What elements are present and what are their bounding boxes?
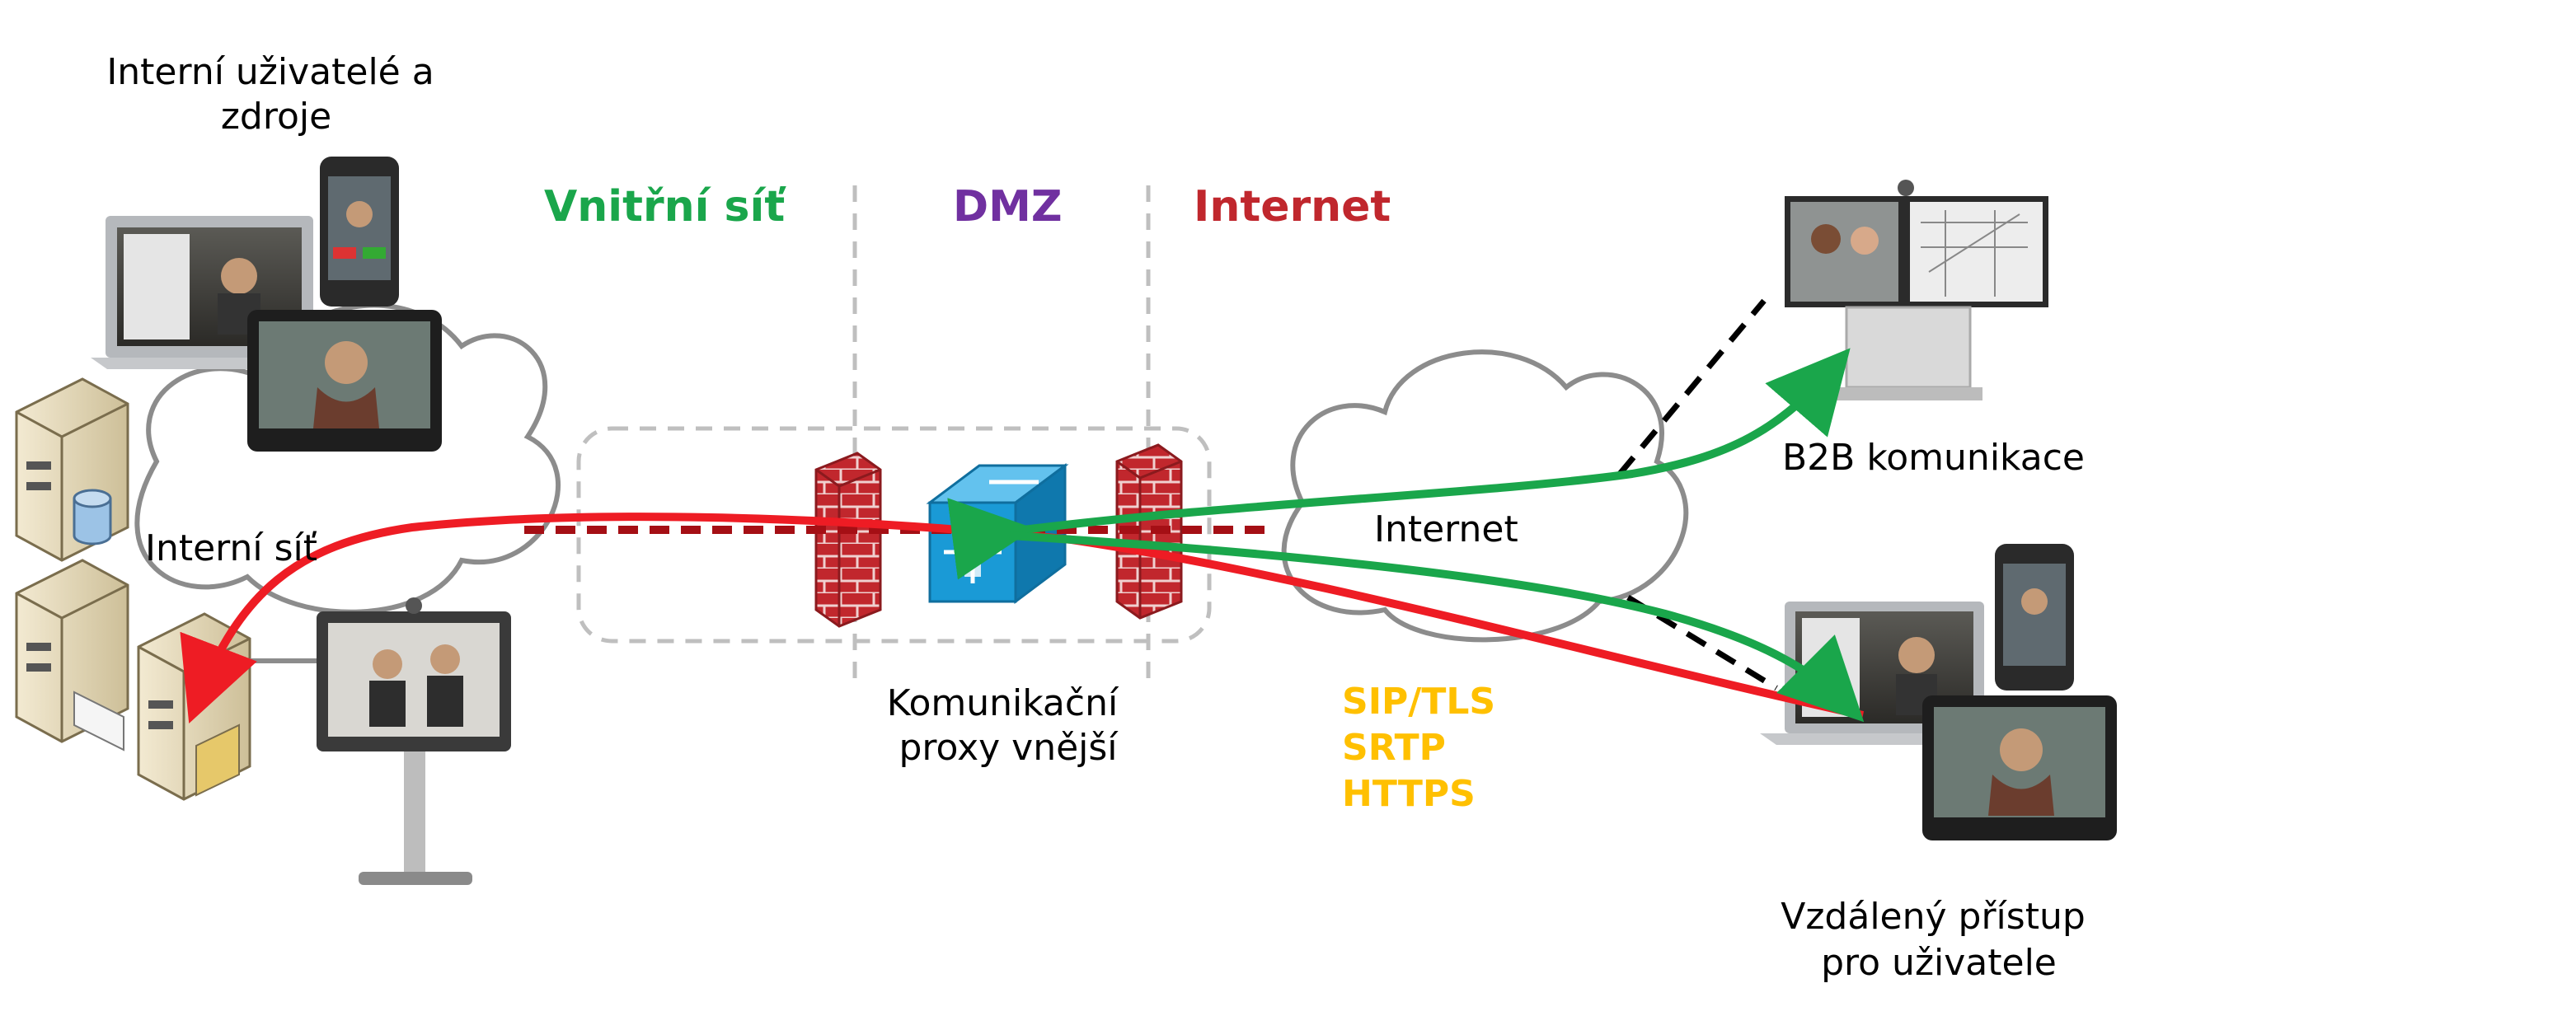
zone-dmz-label: DMZ: [953, 182, 1063, 232]
remote-access-label: Vzdálený přístup pro uživatele: [1781, 896, 2097, 984]
green-flow-b2b-arrow: [947, 348, 1851, 580]
dmz-box: [576, 426, 1212, 644]
proxy-label: Komunikační proxy vnější: [887, 682, 1129, 769]
zone-internet-label: Internet: [1194, 182, 1391, 232]
tablet-icon: [247, 310, 442, 452]
red-flow-arrow: [180, 513, 1865, 723]
mail-server-icon: [15, 559, 129, 751]
internet-cloud-label: Internet: [1374, 508, 1518, 550]
internal-users-title: Interní uživatelé a zdroje: [106, 51, 445, 138]
green-flow-remote-arrow: [1009, 531, 1865, 723]
file-server-icon: [137, 612, 251, 801]
remote-tablet-icon: [1922, 695, 2117, 840]
database-icon: [73, 489, 112, 545]
telepresence-icon: [1785, 180, 2048, 400]
smartphone-icon: [320, 157, 399, 307]
remote-dashed-link: [1626, 595, 1778, 691]
b2b-label: B2B komunikace: [1782, 437, 2085, 479]
remote-smartphone-icon: [1995, 544, 2074, 691]
internal-cloud-label: Interní síť: [145, 527, 317, 569]
video-endpoint-icon: [247, 597, 511, 885]
zone-internal-label: Vnitřní síť: [544, 182, 786, 232]
firewall-internal-icon: [814, 452, 882, 628]
protocol-list: SIP/TLS SRTP HTTPS: [1342, 681, 1508, 815]
